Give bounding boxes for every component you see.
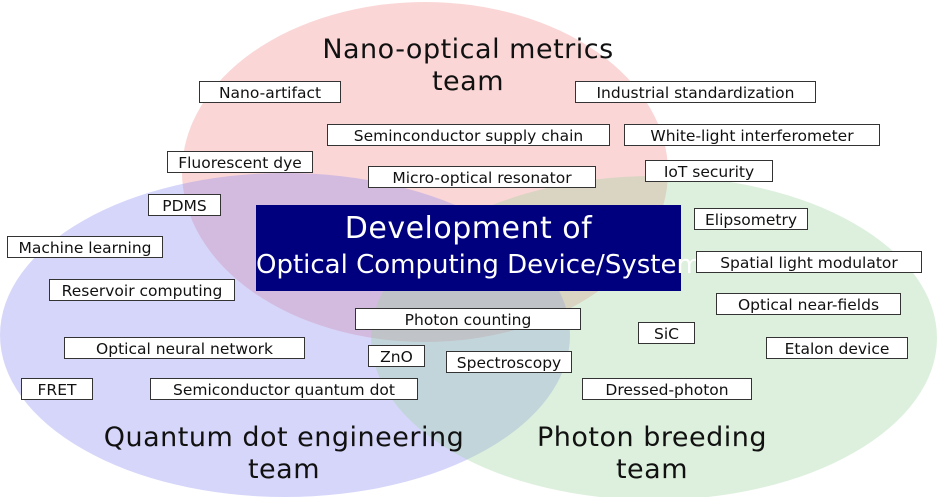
nano-team-title-line2: team — [431, 66, 505, 97]
keyword-dressed-photon: Dressed-photon — [582, 378, 752, 400]
quantum-team-title-line1: Quantum dot engineering — [103, 422, 465, 453]
keyword-optical-neural-network: Optical neural network — [64, 337, 305, 359]
keyword-spatial-light-modulator: Spatial light modulator — [696, 251, 922, 273]
keyword-industrial-standardization: Industrial standardization — [575, 81, 816, 103]
keyword-fluorescent-dye: Fluorescent dye — [167, 151, 313, 173]
center-theme-box: Development of Optical Computing Device/… — [256, 205, 702, 291]
keyword-pdms: PDMS — [148, 194, 221, 216]
keyword-sic: SiC — [638, 322, 695, 344]
keyword-nano-artifact: Nano-artifact — [199, 81, 341, 103]
keyword-spectroscopy: Spectroscopy — [446, 351, 572, 373]
keyword-elipsometry: Elipsometry — [694, 208, 808, 230]
keyword-etalon-device: Etalon device — [766, 337, 908, 359]
keyword-photon-counting: Photon counting — [355, 308, 581, 330]
keyword-white-light-interferometer: White-light interferometer — [624, 124, 880, 146]
center-theme-line2: Optical Computing Device/System — [256, 250, 702, 280]
photon-team-title-line1: Photon breeding — [537, 422, 767, 453]
quantum-team-title-line2: team — [247, 454, 321, 485]
center-theme-line1: Development of — [344, 211, 593, 246]
quantum-team-title: Quantum dot engineering team — [84, 422, 484, 486]
keyword-micro-optical-resonator: Micro-optical resonator — [368, 166, 596, 188]
photon-team-title: Photon breeding team — [502, 422, 802, 486]
nano-team-title: Nano-optical metrics team — [268, 34, 668, 98]
photon-team-title-line2: team — [615, 454, 689, 485]
keyword-machine-learning: Machine learning — [7, 236, 163, 258]
keyword-optical-near-fields: Optical near-fields — [716, 293, 901, 315]
keyword-fret: FRET — [21, 378, 93, 400]
nano-team-title-line1: Nano-optical metrics — [322, 34, 614, 65]
keyword-iot-security: IoT security — [645, 160, 773, 182]
keyword-reservoir-computing: Reservoir computing — [49, 279, 235, 301]
keyword-semiconductor-supply-chain: Seminconductor supply chain — [327, 124, 610, 146]
keyword-zno: ZnO — [368, 345, 425, 367]
keyword-semiconductor-quantum-dot: Semiconductor quantum dot — [150, 378, 418, 400]
